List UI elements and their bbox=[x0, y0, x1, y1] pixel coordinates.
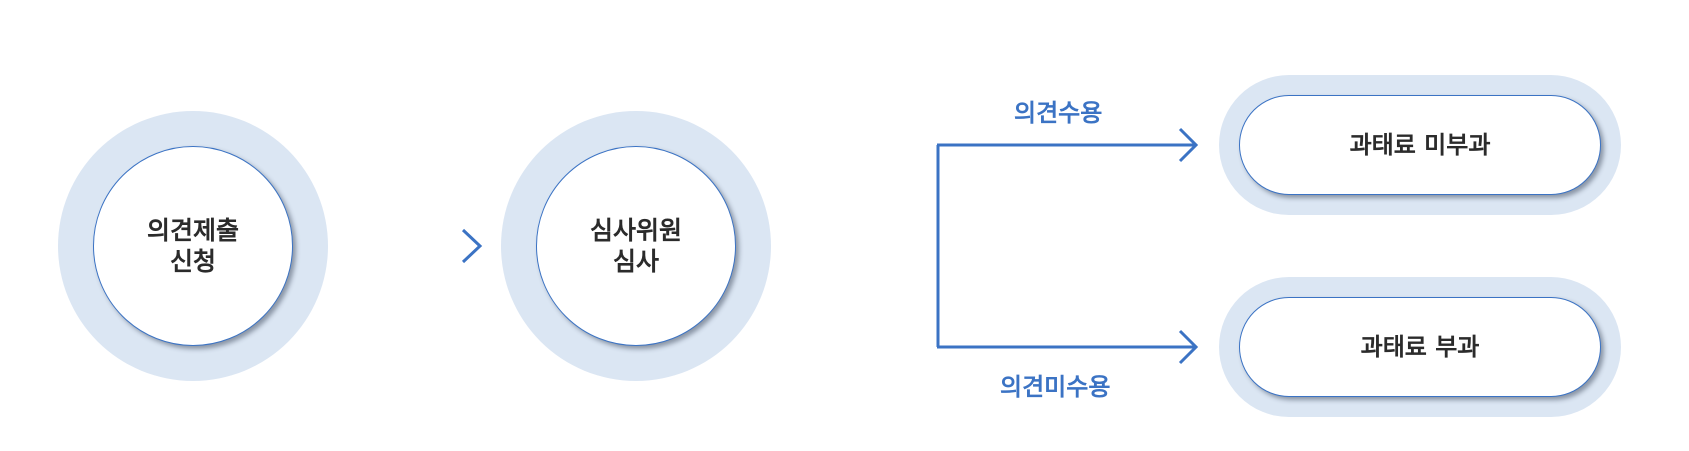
arrow-not-accepted bbox=[937, 329, 1199, 365]
node-review-label: 심사위원 심사 bbox=[590, 215, 682, 277]
arrow-accepted bbox=[937, 127, 1199, 163]
branch-connector bbox=[794, 145, 940, 347]
node-no-fine-label: 과태료 미부과 bbox=[1349, 130, 1491, 159]
node-no-fine: 과태료 미부과 bbox=[1239, 95, 1601, 195]
arrow-submit-to-review bbox=[350, 228, 483, 264]
node-review: 심사위원 심사 bbox=[536, 146, 736, 346]
node-submit-label: 의견제출 신청 bbox=[147, 215, 239, 277]
node-submit-ring: 의견제출 신청 bbox=[58, 111, 328, 381]
node-fine: 과태료 부과 bbox=[1239, 297, 1601, 397]
node-review-line1: 심사위원 bbox=[589, 216, 682, 245]
node-submit: 의견제출 신청 bbox=[93, 146, 293, 346]
branch-label-accepted: 의견수용 bbox=[1014, 99, 1103, 127]
node-fine-label: 과태료 부과 bbox=[1360, 332, 1480, 361]
node-submit-line1: 의견제출 bbox=[146, 216, 239, 245]
node-no-fine-ring: 과태료 미부과 bbox=[1219, 75, 1621, 215]
node-review-ring: 심사위원 심사 bbox=[501, 111, 771, 381]
node-submit-line2: 신청 bbox=[169, 247, 216, 276]
branch-label-not-accepted: 의견미수용 bbox=[1000, 373, 1111, 401]
node-review-line2: 심사 bbox=[612, 247, 659, 276]
node-fine-ring: 과태료 부과 bbox=[1219, 277, 1621, 417]
